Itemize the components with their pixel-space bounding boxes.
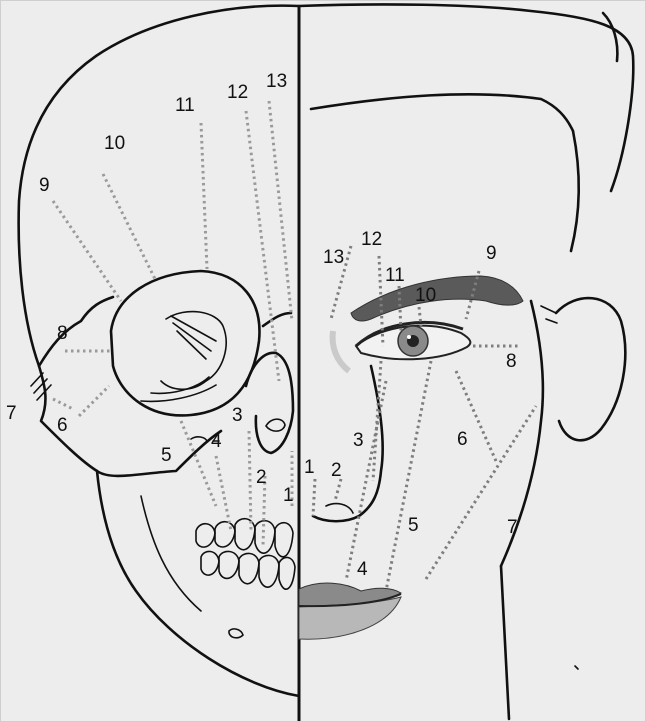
skull-label-3: 3 bbox=[232, 405, 243, 426]
face-line-7 bbox=[426, 406, 536, 579]
face-label-4: 4 bbox=[357, 559, 368, 580]
face-label-12: 12 bbox=[361, 229, 382, 250]
face-eyebrow bbox=[351, 276, 523, 321]
face-ear bbox=[556, 298, 625, 440]
skull-label-5: 5 bbox=[161, 445, 172, 466]
skull-brow bbox=[39, 297, 113, 366]
skull-line-3 bbox=[249, 431, 251, 531]
skull-mandible bbox=[97, 471, 299, 696]
face-hair-curl bbox=[603, 13, 617, 61]
skull-line-9 bbox=[53, 201, 121, 301]
face-line-5 bbox=[386, 361, 431, 591]
skull-orbit-fissure bbox=[171, 316, 216, 359]
face-label-7: 7 bbox=[507, 517, 518, 538]
face-label-11: 11 bbox=[385, 265, 405, 286]
face-label-6: 6 bbox=[457, 429, 468, 450]
skull-label-13: 13 bbox=[266, 71, 287, 92]
skull-label-6: 6 bbox=[57, 415, 68, 436]
skull-label-11: 11 bbox=[175, 95, 195, 116]
face-temple bbox=[571, 131, 579, 251]
skull-teeth bbox=[196, 519, 295, 590]
skull-label-4: 4 bbox=[211, 431, 222, 452]
skull-line-11 bbox=[201, 123, 207, 269]
face-label-10: 10 bbox=[415, 285, 436, 306]
face-drawing bbox=[299, 4, 633, 719]
skull-label-10: 10 bbox=[104, 133, 125, 154]
skull-line-7 bbox=[53, 399, 73, 409]
skull-orbit-inner bbox=[161, 312, 226, 390]
skull-line-6 bbox=[79, 386, 109, 416]
face-label-1: 1 bbox=[304, 457, 315, 478]
skull-line-12 bbox=[246, 111, 279, 381]
skull-label-12: 12 bbox=[227, 82, 248, 103]
face-nostril bbox=[326, 504, 353, 513]
skull-line-13 bbox=[269, 101, 292, 321]
skull-label-9: 9 bbox=[39, 175, 50, 196]
skull-label-1: 1 bbox=[283, 485, 294, 506]
face-label-3: 3 bbox=[353, 430, 364, 451]
skull-ramus bbox=[141, 496, 201, 611]
skull-line-4 bbox=[216, 456, 231, 531]
face-neck bbox=[501, 566, 509, 719]
face-line-2 bbox=[335, 479, 341, 501]
skull-nasal-aperture bbox=[246, 353, 293, 453]
skull-drawing bbox=[19, 6, 299, 696]
face-label-5: 5 bbox=[408, 515, 419, 536]
skull-turbinate bbox=[266, 419, 285, 431]
face-lips bbox=[299, 583, 401, 639]
skull-mental-foramen bbox=[229, 629, 243, 638]
face-hair bbox=[299, 4, 633, 191]
face-ear-tragus bbox=[541, 306, 557, 323]
face-label-13: 13 bbox=[323, 247, 344, 268]
face-chin-dot bbox=[575, 666, 578, 669]
face-hairline bbox=[311, 94, 573, 131]
skull-label-2: 2 bbox=[256, 467, 267, 488]
face-label-9: 9 bbox=[486, 243, 497, 264]
skull-orbit bbox=[111, 271, 259, 415]
skull-nasal-bone bbox=[263, 313, 291, 326]
face-nose bbox=[313, 366, 383, 521]
skull-label-8: 8 bbox=[57, 323, 68, 344]
skull-line-10 bbox=[103, 174, 156, 281]
face-line-1 bbox=[313, 479, 315, 516]
face-label-2: 2 bbox=[331, 460, 342, 481]
face-label-8: 8 bbox=[506, 351, 517, 372]
skull-label-7: 7 bbox=[6, 403, 17, 424]
